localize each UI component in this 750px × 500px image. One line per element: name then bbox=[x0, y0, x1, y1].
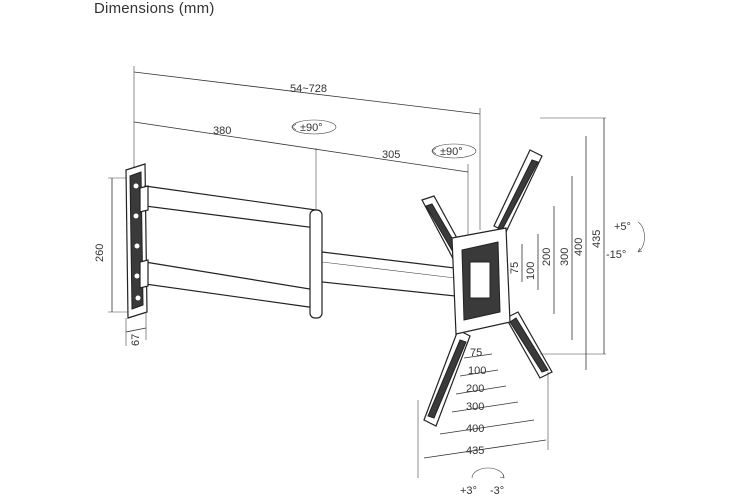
vesa-v-75: 75 bbox=[509, 262, 521, 274]
swivel-right-indicator: ±90° bbox=[431, 143, 477, 159]
arm-extension-dimension: 54~728 bbox=[133, 66, 481, 230]
arm-segment-dimension: 380 305 bbox=[133, 121, 469, 262]
first-arm bbox=[139, 185, 317, 309]
swivel-left-indicator: ±90° bbox=[291, 119, 337, 135]
arm-second-label: 305 bbox=[382, 149, 400, 161]
rotation-minus-label: -3° bbox=[490, 485, 504, 497]
vesa-h-75: 75 bbox=[470, 347, 482, 359]
wall-plate: 260 67 bbox=[94, 163, 148, 346]
swivel-right-label: ±90° bbox=[440, 146, 463, 158]
arm-extension-label: 54~728 bbox=[290, 83, 327, 95]
swivel-left-label: ±90° bbox=[300, 122, 323, 134]
vesa-h-100: 100 bbox=[468, 365, 486, 377]
middle-joint bbox=[309, 209, 323, 319]
page-title: Dimensions (mm) bbox=[94, 0, 215, 17]
vesa-h-400: 400 bbox=[466, 423, 484, 435]
tilt-indicator: +5° -15° bbox=[606, 221, 645, 261]
rotation-indicator: +3° -3° bbox=[460, 467, 505, 497]
vesa-horizontal-dimensions: 75 100 200 300 400 435 bbox=[417, 347, 549, 478]
vesa-h-435: 435 bbox=[466, 445, 484, 457]
wall-plate-height-label: 260 bbox=[94, 244, 106, 262]
wall-plate-depth-label: 67 bbox=[130, 334, 142, 346]
second-arm bbox=[321, 251, 456, 297]
vesa-h-200: 200 bbox=[466, 383, 484, 395]
rotation-plus-label: +3° bbox=[460, 485, 477, 497]
vesa-v-435: 435 bbox=[591, 230, 603, 248]
tilt-up-label: +5° bbox=[614, 221, 631, 233]
vesa-v-300: 300 bbox=[559, 248, 571, 266]
vesa-vertical-dimensions: 75 100 200 300 400 435 bbox=[509, 117, 606, 370]
vesa-bracket bbox=[421, 149, 553, 427]
tilt-down-label: -15° bbox=[606, 249, 626, 261]
arm-first-label: 380 bbox=[213, 125, 231, 137]
vesa-h-300: 300 bbox=[466, 401, 484, 413]
vesa-v-200: 200 bbox=[541, 248, 553, 266]
vesa-v-100: 100 bbox=[525, 262, 537, 280]
vesa-v-400: 400 bbox=[573, 238, 585, 256]
